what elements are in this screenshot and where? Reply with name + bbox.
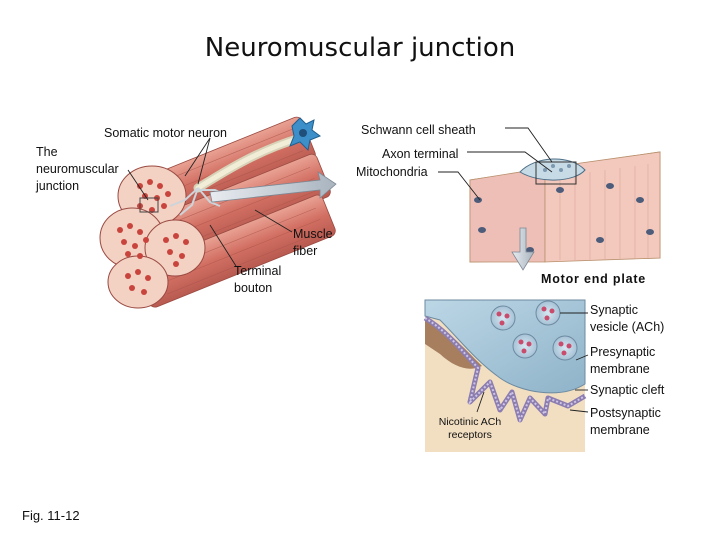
label-muscle-fiber-line1: Muscle	[293, 227, 333, 241]
label-schwann-cell-sheath: Schwann cell sheath	[361, 123, 476, 137]
label-nmj-line1: The	[36, 145, 58, 159]
page-title: Neuromuscular junction	[204, 33, 516, 63]
label-synaptic-cleft: Synaptic cleft	[590, 383, 665, 397]
label-synaptic-vesicle-line1: Synaptic	[590, 303, 638, 317]
synaptic-vesicle	[535, 300, 561, 326]
label-terminal-bouton-line2: bouton	[234, 281, 273, 295]
label-terminal-bouton: Terminal bouton	[234, 263, 281, 297]
neuron-cell-body	[289, 117, 322, 152]
label-muscle-fiber-line2: fiber	[293, 244, 318, 258]
label-axon-terminal: Axon terminal	[382, 147, 459, 161]
label-mitochondria: Mitochondria	[356, 165, 428, 179]
label-presynaptic-line2: membrane	[590, 362, 650, 376]
leader-lines	[127, 127, 589, 413]
motor-end-plate-detail	[423, 299, 587, 452]
down-arrow	[511, 227, 535, 271]
label-nicotinic-ach-receptors: Nicotinic ACh receptors	[434, 416, 506, 442]
label-muscle-fiber: Muscle fiber	[293, 226, 333, 260]
synaptic-vesicle	[552, 335, 578, 361]
synaptic-vesicle	[490, 305, 516, 331]
label-presynaptic-line1: Presynaptic	[590, 345, 656, 359]
motor-neuron	[139, 117, 322, 216]
magnify-arrow	[209, 171, 337, 203]
label-motor-end-plate: Motor end plate	[541, 272, 647, 286]
label-synaptic-vesicle: Synaptic vesicle (ACh)	[590, 302, 664, 336]
muscle-bundle	[99, 116, 336, 309]
label-neuromuscular-junction: The neuromuscular junction	[36, 144, 119, 195]
label-terminal-bouton-line1: Terminal	[234, 264, 282, 278]
figure-label: Fig. 11-12	[22, 508, 80, 523]
label-postsynaptic-line1: Postsynaptic	[590, 406, 661, 420]
label-nmj-line2: neuromuscular	[36, 162, 119, 176]
label-nicotinic-line1: Nicotinic ACh	[438, 416, 502, 428]
label-somatic-motor-neuron: Somatic motor neuron	[104, 126, 227, 140]
label-nicotinic-line2: receptors	[448, 429, 492, 441]
label-synaptic-vesicle-line2: vesicle (ACh)	[590, 320, 665, 334]
label-postsynaptic-line2: membrane	[590, 423, 650, 437]
label-postsynaptic-membrane: Postsynaptic membrane	[590, 405, 661, 439]
label-nmj-line3: junction	[36, 179, 80, 193]
magnified-junction	[469, 151, 661, 263]
synaptic-vesicle	[512, 333, 538, 359]
label-presynaptic-membrane: Presynaptic membrane	[590, 344, 655, 378]
